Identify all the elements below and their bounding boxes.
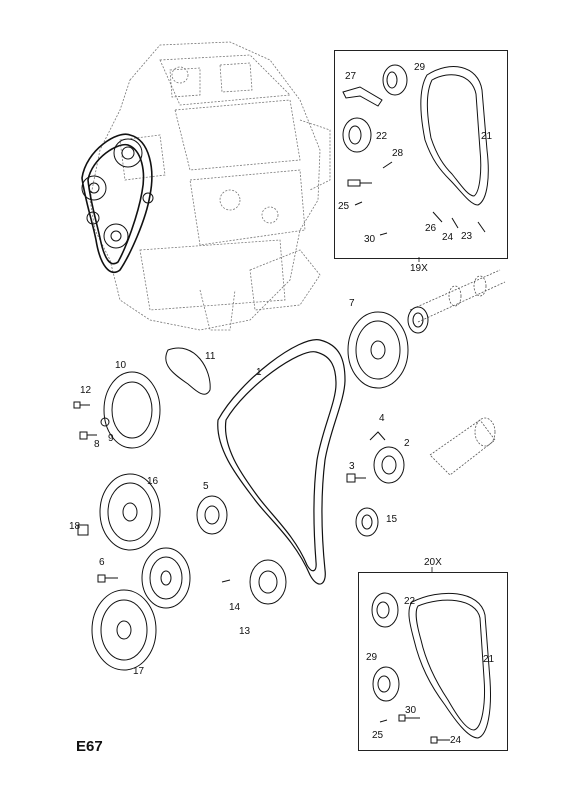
callout-label: 21	[481, 131, 493, 142]
callout-label: 29	[414, 62, 426, 73]
callout-label: 9	[108, 433, 114, 444]
pulley-5	[196, 495, 228, 535]
callout-label: 26	[425, 223, 437, 234]
camshaft-sprocket-7	[347, 311, 409, 389]
callout-label: 12	[80, 385, 92, 396]
callout-label: 6	[99, 557, 105, 568]
callout-label: 18	[69, 521, 81, 532]
callout-label: 1	[256, 367, 262, 378]
callout-label: 17	[133, 666, 145, 677]
callout-label: 13	[239, 626, 251, 637]
engine-timing-belt	[81, 133, 153, 274]
sprocket-16	[99, 473, 161, 551]
callout-label: 15	[386, 514, 398, 525]
inset-19x-drawings	[342, 64, 489, 236]
callout-label: 3	[349, 461, 355, 472]
callout-label: 21	[483, 654, 495, 665]
inset-20x-frame	[358, 572, 508, 751]
gear-13	[221, 559, 287, 605]
callout-label: 4	[379, 413, 385, 424]
small-bolts	[73, 401, 118, 583]
callout-label: 7	[349, 298, 355, 309]
callout-label: 8	[94, 439, 100, 450]
crankshaft	[429, 417, 496, 476]
main-timing-belt	[217, 339, 346, 585]
engine-block	[89, 41, 331, 331]
callout-label: 23	[461, 231, 473, 242]
engine-pulleys	[81, 138, 154, 249]
callout-label: 25	[338, 201, 350, 212]
page-code: E67	[76, 738, 103, 755]
callout-label: 5	[203, 481, 209, 492]
callout-label: 28	[392, 148, 404, 159]
bolt-3	[346, 473, 366, 483]
inset-leaders	[418, 257, 433, 572]
callout-label: 11	[205, 351, 216, 362]
seal-15	[355, 507, 379, 537]
callout-label: 24	[450, 735, 462, 746]
inset-20x-drawings	[371, 592, 491, 744]
seal-camshaft	[407, 306, 429, 334]
callout-label: 2	[404, 438, 410, 449]
callout-label: 27	[345, 71, 357, 82]
cover-11	[165, 347, 211, 395]
callout-label: 30	[364, 234, 376, 245]
callout-label: 22	[376, 131, 388, 142]
sprocket-mid	[141, 547, 191, 609]
cover-10	[103, 371, 161, 449]
callout-label: 25	[372, 730, 384, 741]
callout-label: 14	[229, 602, 241, 613]
inset-19x-frame	[334, 50, 508, 259]
callout-label: 16	[147, 476, 159, 487]
callout-label: 29	[366, 652, 378, 663]
callout-label: 24	[442, 232, 454, 243]
tensioner-2	[369, 431, 405, 484]
callout-label: 10	[115, 360, 127, 371]
inset-19x-title: 19X	[410, 263, 428, 274]
callout-label: 22	[404, 596, 416, 607]
sprocket-17	[91, 589, 157, 671]
inset-20x-title: 20X	[424, 557, 442, 568]
camshaft	[409, 269, 506, 323]
callout-label: 30	[405, 705, 417, 716]
